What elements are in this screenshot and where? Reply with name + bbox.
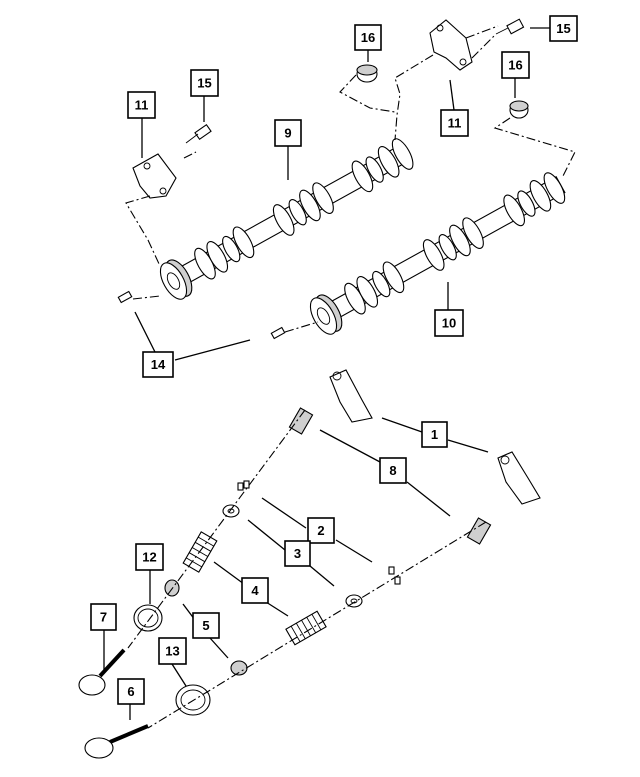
camshaft-guide-lines (125, 25, 576, 333)
svg-text:1: 1 (431, 427, 438, 442)
valve-keeper-right (388, 566, 401, 585)
svg-text:16: 16 (508, 58, 522, 73)
callout-8: 8 (379, 457, 407, 484)
svg-text:11: 11 (448, 116, 462, 131)
svg-text:10: 10 (442, 316, 456, 331)
callout-16a: 16 (354, 24, 382, 51)
callout-4: 4 (241, 577, 269, 604)
spring-retainer-right (345, 594, 363, 608)
valvetrain-guide-lines (127, 409, 487, 729)
svg-text:13: 13 (165, 644, 179, 659)
svg-text:2: 2 (317, 523, 324, 538)
rocker-arm-right (497, 451, 541, 505)
lash-adjuster-right (466, 517, 492, 545)
callout-5: 5 (192, 612, 220, 639)
svg-text:9: 9 (284, 126, 291, 141)
rocker-arm-top (329, 369, 373, 423)
plug-right (509, 100, 529, 119)
callout-11b: 11 (440, 109, 469, 137)
svg-text:3: 3 (294, 546, 301, 561)
callout-11a: 11 (127, 91, 156, 119)
cam-cap-right (429, 19, 473, 71)
callout-3: 3 (284, 540, 311, 567)
callout-14: 14 (142, 351, 174, 378)
valve-6 (84, 724, 149, 759)
svg-text:8: 8 (389, 463, 396, 478)
camshaft-upper (159, 138, 414, 300)
svg-text:16: 16 (361, 30, 375, 45)
leader-lines (103, 27, 550, 720)
svg-text:15: 15 (197, 76, 211, 91)
svg-text:6: 6 (127, 684, 134, 699)
callout-13: 13 (158, 637, 187, 665)
callout-12: 12 (135, 543, 164, 571)
valve-seat-12 (133, 604, 163, 632)
bolt-right (495, 18, 525, 35)
callout-7: 7 (90, 603, 117, 631)
valve-spring-right (285, 610, 327, 646)
callout-2: 2 (307, 517, 335, 544)
svg-text:11: 11 (135, 98, 149, 113)
svg-text:4: 4 (251, 583, 259, 598)
bolt-left (185, 123, 212, 144)
svg-text:5: 5 (202, 618, 209, 633)
callout-16b: 16 (501, 51, 530, 79)
dowel-pin-left (117, 290, 133, 304)
callout-9: 9 (274, 119, 302, 147)
plug-left (356, 64, 378, 83)
dowel-pin-right (270, 326, 286, 340)
callout-1: 1 (421, 421, 448, 448)
callout-15a: 15 (549, 15, 578, 42)
valve-keeper-left (237, 480, 250, 491)
camshaft-lower (309, 172, 566, 335)
svg-text:15: 15 (556, 21, 570, 36)
svg-text:14: 14 (151, 357, 166, 372)
svg-text:12: 12 (142, 550, 156, 565)
cam-cap-left (132, 153, 177, 199)
svg-text:7: 7 (100, 610, 107, 625)
lash-adjuster-left (288, 407, 314, 435)
callout-10: 10 (434, 309, 464, 337)
spring-retainer-left (222, 504, 240, 518)
callout-6: 6 (117, 678, 145, 705)
callout-15b: 15 (190, 69, 219, 97)
